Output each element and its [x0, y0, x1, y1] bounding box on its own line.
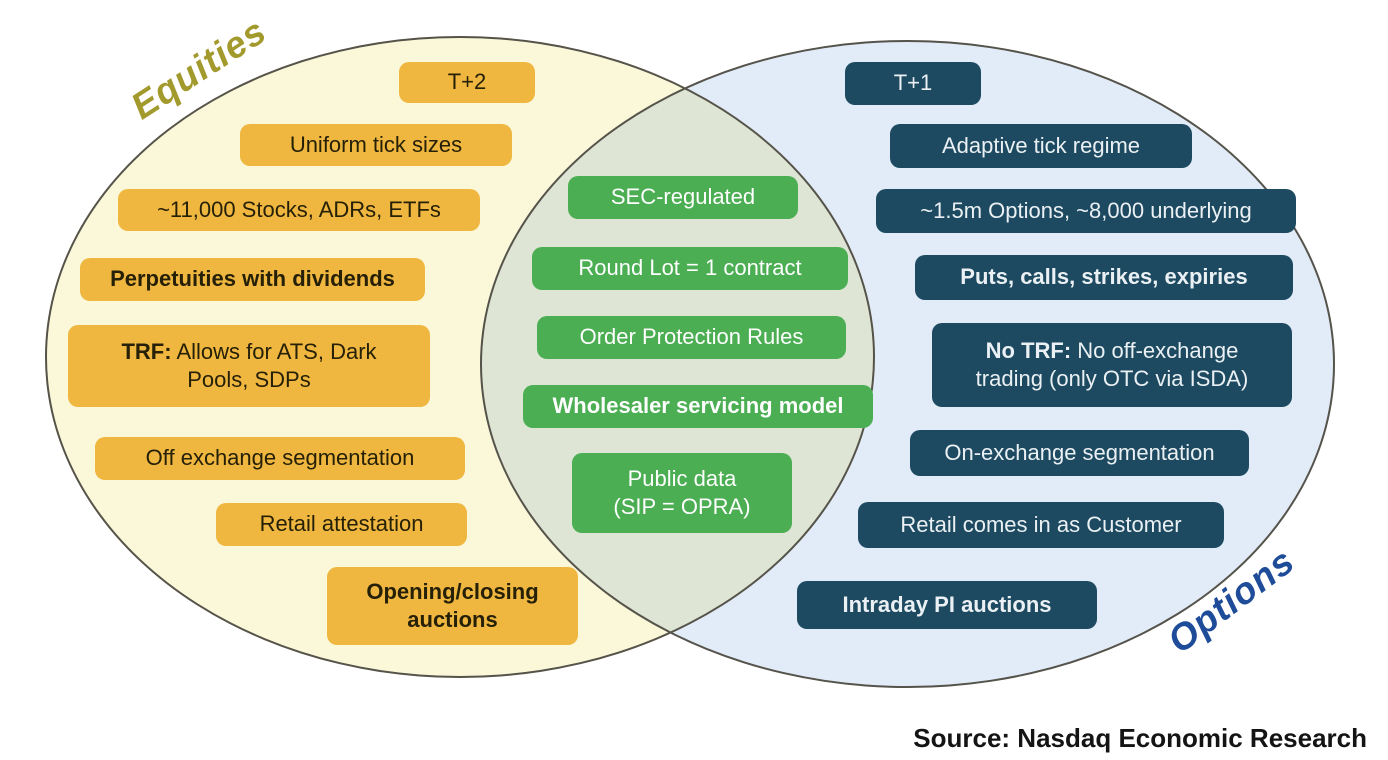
off-exchange-segmentation-box: Off exchange segmentation	[95, 437, 465, 480]
source-caption: Source: Nasdaq Economic Research	[913, 723, 1367, 753]
stocks-adrs-etfs-box: ~11,000 Stocks, ADRs, ETFs	[118, 189, 480, 231]
public-data-sip-opra-box: Public data (SIP = OPRA)	[572, 453, 792, 533]
order-protection-rules-box: Order Protection Rules	[537, 316, 846, 359]
on-exchange-segmentation-box: On-exchange segmentation	[910, 430, 1249, 476]
puts-calls-strikes-expiries-box: Puts, calls, strikes, expiries	[915, 255, 1293, 300]
wholesaler-servicing-model-box: Wholesaler servicing model	[523, 385, 873, 428]
t-plus-2-box: T+2	[399, 62, 535, 103]
adaptive-tick-regime-box: Adaptive tick regime	[890, 124, 1192, 168]
options-underlying-counts-box: ~1.5m Options, ~8,000 underlying	[876, 189, 1296, 233]
t-plus-1-box: T+1	[845, 62, 981, 105]
uniform-tick-sizes-box: Uniform tick sizes	[240, 124, 512, 166]
round-lot-one-contract-box: Round Lot = 1 contract	[532, 247, 848, 290]
opening-closing-auctions-box: Opening/closing auctions	[327, 567, 578, 645]
retail-attestation-box: Retail attestation	[216, 503, 467, 546]
retail-comes-in-as-customer-box: Retail comes in as Customer	[858, 502, 1224, 548]
intraday-pi-auctions-box: Intraday PI auctions	[797, 581, 1097, 629]
trf-allows-box: TRF: Allows for ATS, Dark Pools, SDPs	[68, 325, 430, 407]
options-circle-outline	[480, 40, 1335, 688]
no-trf-box: No TRF: No off-exchange trading (only OT…	[932, 323, 1292, 407]
perpetuities-with-dividends-box: Perpetuities with dividends	[80, 258, 425, 301]
sec-regulated-box: SEC-regulated	[568, 176, 798, 219]
